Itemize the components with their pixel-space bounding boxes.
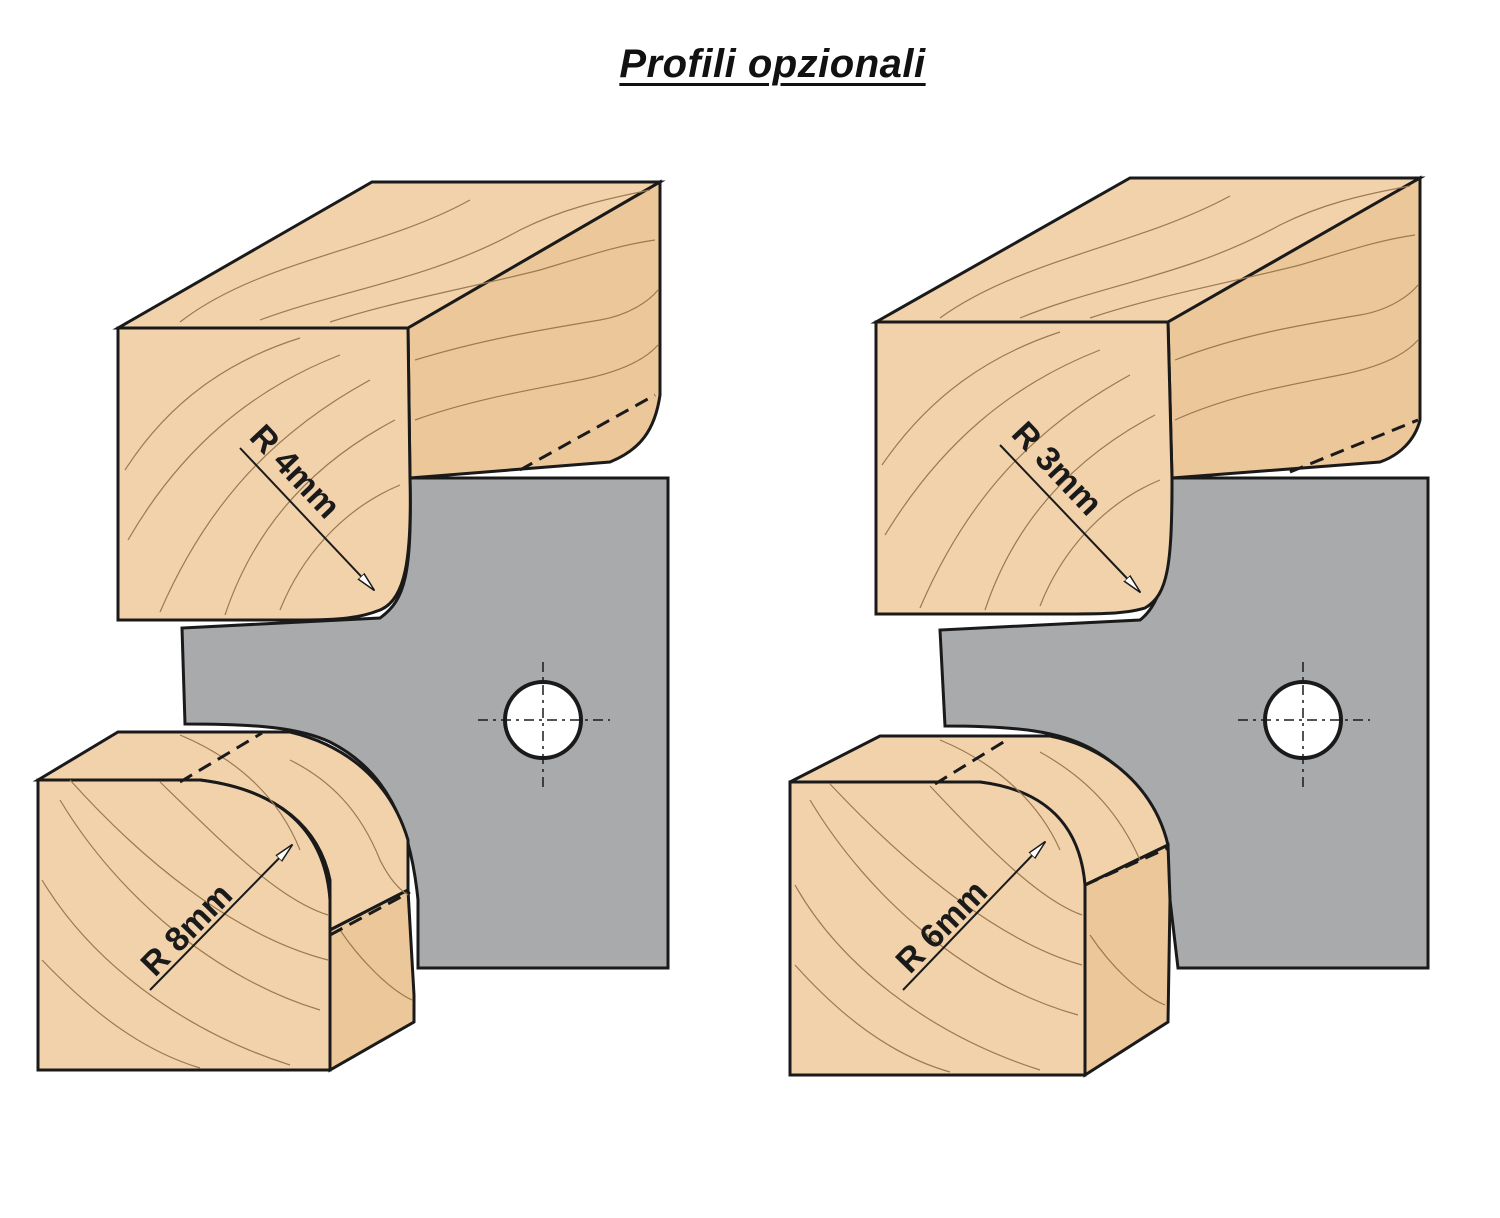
wood-block-bottom-left [32,730,416,1073]
profile-left: R 4mm R 8mm [32,179,670,1073]
mounting-hole-right [1238,662,1370,790]
mounting-hole-left [478,662,610,790]
wood-block-bottom-right [788,734,1172,1078]
wood-block-top-right [870,175,1426,616]
profile-right: R 3mm R 6mm [788,175,1430,1078]
page-title: Profili opzionali [619,42,926,86]
